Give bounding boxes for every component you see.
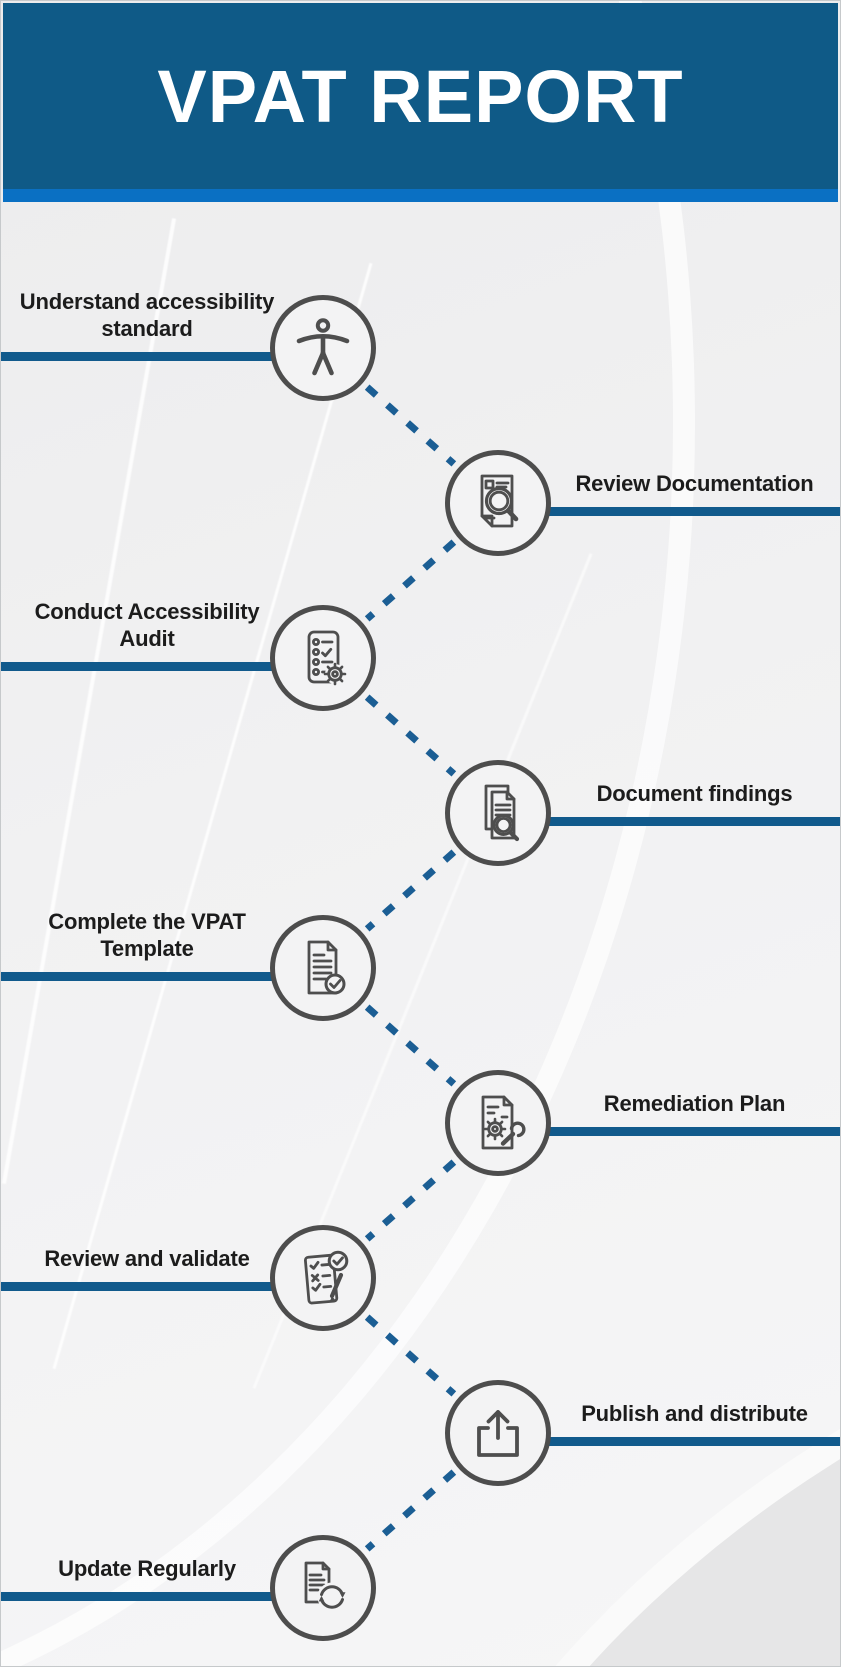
step-circle (445, 1380, 551, 1486)
dashed-connector (364, 1004, 457, 1087)
step-label: Understand accessibility standard (19, 289, 275, 341)
step-label: Publish and distribute (581, 1401, 808, 1426)
step-rule-line (549, 1437, 840, 1446)
dashed-connector (364, 1314, 457, 1397)
step-label: Remediation Plan (603, 1091, 786, 1116)
step-rule-line (549, 817, 840, 826)
step-rule-line (549, 1127, 840, 1136)
checklist-pencil-icon (303, 1250, 349, 1305)
checklist-gear-icon (307, 630, 347, 686)
document-magnifier-icon (480, 474, 519, 528)
step-label: Review and validate (44, 1246, 250, 1271)
documents-magnifier-icon (484, 784, 520, 842)
dashed-connector (364, 1469, 457, 1552)
step-circle (445, 1070, 551, 1176)
document-refresh-icon (304, 1561, 347, 1612)
step-circle (270, 915, 376, 1021)
step-circle (270, 295, 376, 401)
dashed-connector (364, 849, 457, 932)
step-circle (270, 605, 376, 711)
dashed-connector (364, 694, 457, 777)
step-rule-line (1, 1592, 272, 1601)
step-circle (270, 1535, 376, 1641)
upload-icon (477, 1410, 519, 1457)
document-check-icon (307, 940, 346, 995)
step-rule-line (1, 662, 272, 671)
dashed-connector (364, 384, 457, 467)
dashed-connector (364, 539, 457, 622)
header: VPAT REPORT (3, 3, 838, 189)
step-label: Update Regularly (58, 1556, 236, 1581)
step-rule-line (1, 352, 272, 361)
accessibility-icon (296, 318, 350, 376)
header-accent-strip (3, 189, 838, 202)
step-circle (270, 1225, 376, 1331)
step-label: Document findings (596, 781, 793, 806)
step-rule-line (549, 507, 840, 516)
step-label: Review Documentation (575, 471, 814, 496)
step-label: Conduct Accessibility Audit (34, 599, 260, 651)
step-circle (445, 450, 551, 556)
step-circle (445, 760, 551, 866)
document-tools-icon (481, 1095, 526, 1150)
step-rule-line (1, 1282, 272, 1291)
dashed-connector (364, 1159, 457, 1242)
step-label: Complete the VPAT Template (48, 909, 246, 961)
page-title: VPAT REPORT (157, 54, 684, 138)
step-rule-line (1, 972, 272, 981)
